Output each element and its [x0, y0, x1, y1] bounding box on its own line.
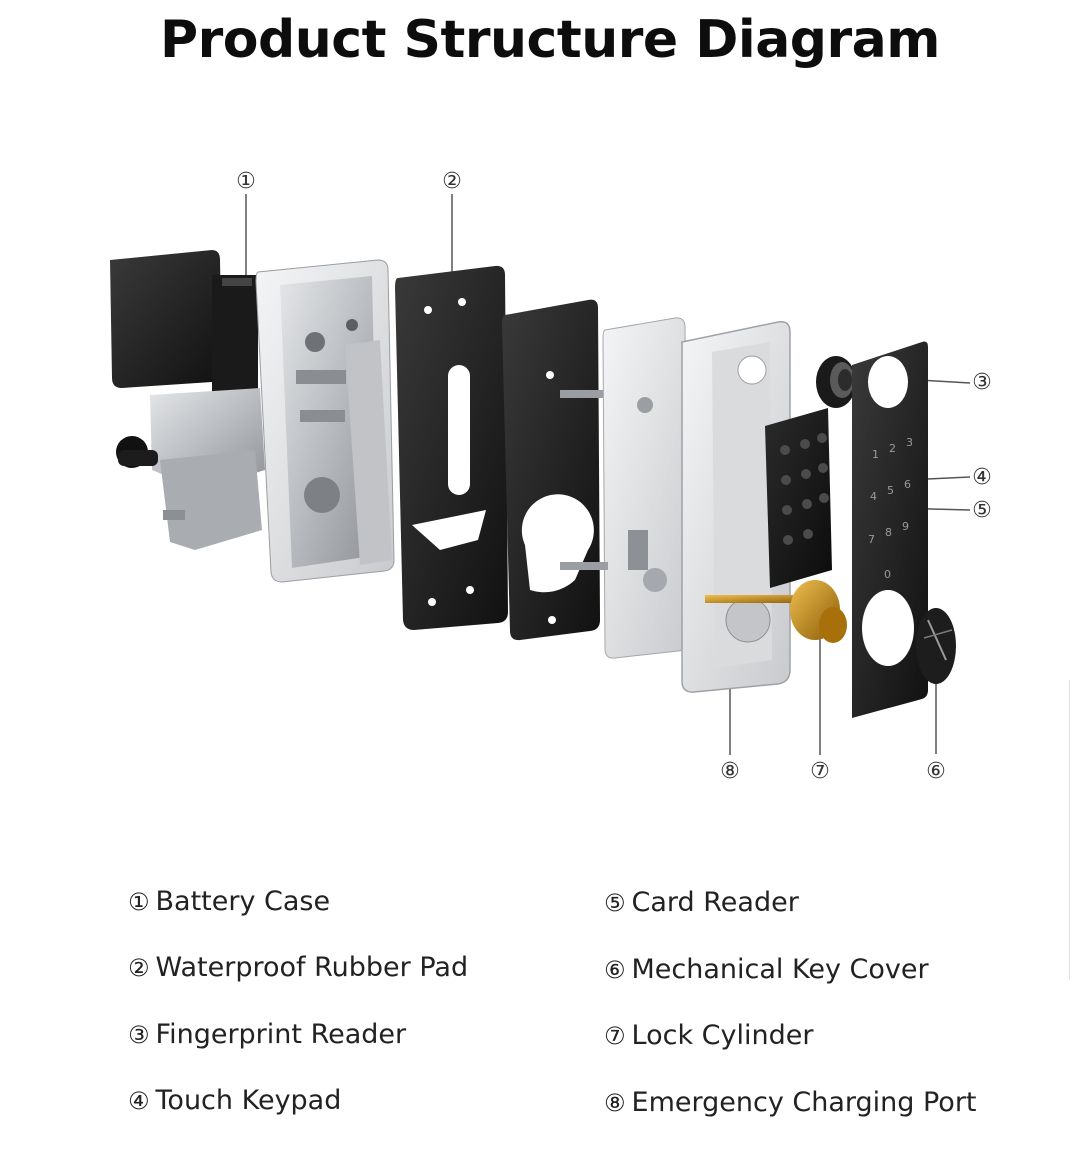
mechanical-key-cover-part — [916, 608, 956, 684]
callout-5: ⑤ — [972, 498, 992, 523]
scrollbar-edge[interactable] — [1069, 680, 1074, 980]
keypad-digit-5: 5 — [887, 484, 894, 497]
legend-label: Touch Keypad — [155, 1085, 342, 1116]
legend-number: ⑥ — [604, 956, 626, 984]
page-title: Product Structure Diagram — [160, 10, 940, 70]
legend-number: ① — [128, 888, 150, 916]
keypad-digit-4: 4 — [870, 490, 877, 503]
exploded-view-diagram: 1 2 3 4 5 6 7 8 9 0 ① ② ③ ④ ⑤ ⑥ ⑦ ⑧ — [0, 150, 1074, 800]
legend-number: ⑧ — [604, 1089, 626, 1117]
card-reader-board-part — [765, 408, 832, 588]
exploded-view-illustration — [110, 194, 971, 755]
callout-2: ② — [442, 169, 462, 194]
callout-4: ④ — [972, 465, 992, 490]
keypad-digit-8: 8 — [885, 526, 892, 539]
waterproof-rubber-pad-part — [395, 265, 508, 630]
legend-number: ④ — [128, 1087, 150, 1115]
mounting-plate-part — [560, 317, 689, 659]
legend-number: ② — [128, 954, 150, 982]
keypad-digit-7: 7 — [868, 533, 875, 546]
battery-case-part — [110, 250, 265, 550]
legend-number: ⑦ — [604, 1022, 626, 1050]
keypad-digit-0: 0 — [884, 568, 891, 581]
legend-label: Mechanical Key Cover — [631, 954, 929, 985]
keypad-digit-3: 3 — [906, 436, 913, 449]
gasket-frame-part — [502, 299, 610, 641]
lock-cylinder-part — [705, 580, 847, 643]
callout-8: ⑧ — [720, 759, 740, 784]
touch-keypad-part — [852, 341, 928, 718]
callout-6: ⑥ — [926, 759, 946, 784]
legend-number: ③ — [128, 1021, 150, 1049]
callout-1: ① — [236, 169, 256, 194]
keypad-digit-9: 9 — [902, 520, 909, 533]
callout-3: ③ — [972, 370, 992, 395]
fingerprint-reader-part — [816, 356, 856, 408]
legend-label: Card Reader — [631, 887, 799, 918]
keypad-digit-6: 6 — [904, 478, 911, 491]
keypad-digit-2: 2 — [889, 442, 896, 455]
legend-label: Lock Cylinder — [631, 1020, 814, 1051]
legend-label: Waterproof Rubber Pad — [155, 952, 469, 983]
legend-label: Battery Case — [155, 886, 331, 917]
callout-7: ⑦ — [810, 759, 830, 784]
legend-number: ⑤ — [604, 889, 626, 917]
legend-label: Fingerprint Reader — [155, 1019, 407, 1050]
legend-label: Emergency Charging Port — [631, 1087, 977, 1118]
inner-housing-part — [255, 259, 395, 583]
keypad-digit-1: 1 — [872, 448, 879, 461]
